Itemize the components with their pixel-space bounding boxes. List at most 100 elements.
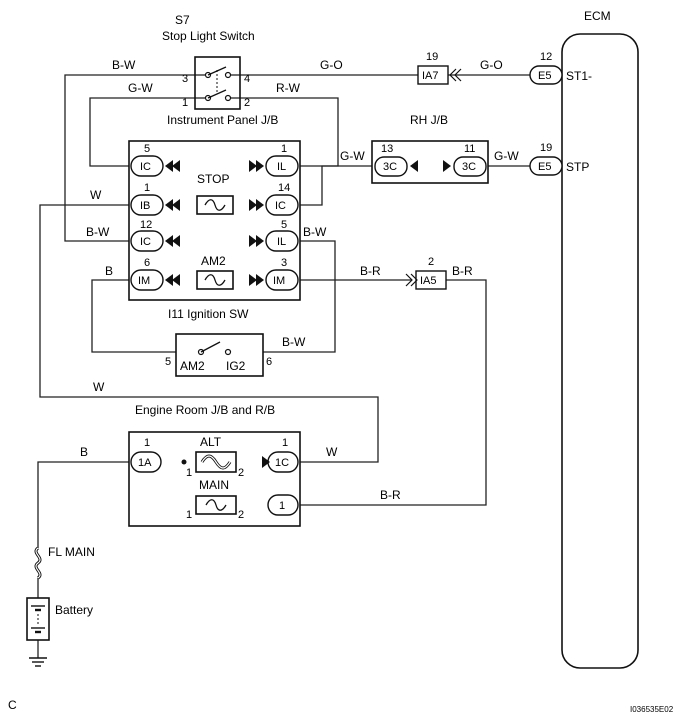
rh-jb-label: RH J/B	[410, 113, 448, 127]
wire-label-gw-top: G-W	[128, 81, 153, 95]
arrow-il1	[256, 160, 264, 172]
ignition-switch-box	[175, 333, 264, 377]
terminal-il-5-label: IL	[277, 236, 286, 248]
connector-e5-st1-label: E5	[538, 70, 551, 82]
wire-label-br-ia5: B-R	[452, 264, 473, 278]
wire-b-im6	[91, 279, 176, 353]
pin-ic-5: 5	[144, 143, 150, 155]
terminal-1	[267, 494, 299, 516]
wire-label-bw-top: B-W	[112, 58, 136, 72]
wire-label-br-im: B-R	[360, 264, 381, 278]
ia5-arrow	[405, 273, 413, 287]
ia7-arrow	[449, 68, 457, 82]
wire-label-br-1: B-R	[380, 488, 401, 502]
ecm-box	[561, 33, 639, 669]
pin-ig-5: 5	[165, 356, 171, 368]
s7-code: S7	[175, 13, 190, 27]
terminal-1a	[130, 451, 162, 473]
alt-fuse-label: ALT	[200, 435, 222, 449]
wire-gw-ic14	[300, 165, 372, 206]
wire-label-bw-ic: B-W	[86, 225, 110, 239]
pin-im-3: 3	[281, 257, 287, 269]
wire-label-go-right: G-O	[480, 58, 503, 72]
pin-alt-2: 2	[238, 467, 244, 479]
pin-rh-13: 13	[381, 143, 393, 155]
fl-main-label: FL MAIN	[48, 545, 95, 559]
pin-rh-11: 11	[464, 143, 475, 155]
wire-label-b-1a: B	[80, 445, 88, 459]
stop-fuse-label: STOP	[197, 172, 229, 186]
terminal-im-6	[130, 269, 164, 291]
pin-main-2: 2	[238, 509, 244, 521]
terminal-1a-label: 1A	[138, 457, 152, 469]
terminal-ic-14-label: IC	[275, 200, 286, 212]
terminal-il-1	[265, 155, 299, 177]
ecm-label: ECM	[584, 9, 611, 23]
switch-contact-symbol	[195, 66, 240, 102]
junction-dot	[181, 459, 187, 465]
wire-br-ia5	[300, 279, 487, 506]
pin-1c: 1	[282, 437, 288, 449]
pin-s7-3: 3	[182, 73, 188, 85]
pin-ic-14: 14	[278, 182, 290, 194]
connector-ia7-label: IA7	[422, 70, 439, 82]
terminal-il-5	[265, 230, 299, 252]
terminal-im-3	[265, 269, 299, 291]
terminal-ic-12-label: IC	[140, 236, 151, 248]
ecm-st1-label: ST1-	[566, 69, 592, 83]
pin-alt-1: 1	[186, 467, 192, 479]
connector-e5-stp	[529, 156, 563, 176]
ecm-stp-label: STP	[566, 160, 589, 174]
pin-im-6: 6	[144, 257, 150, 269]
wire-label-w-1c: W	[326, 445, 338, 459]
instrument-jb-label: Instrument Panel J/B	[167, 113, 278, 127]
wire-w-ib	[39, 204, 379, 463]
arrow-ic5	[165, 160, 173, 172]
terminal-ic-5-label: IC	[140, 161, 151, 173]
wire-label-b-im: B	[105, 264, 113, 278]
terminal-im-3-label: IM	[273, 275, 285, 287]
terminal-rh-3c-11-label: 3C	[462, 161, 476, 173]
main-fuse-label: MAIN	[199, 478, 229, 492]
pin-e5-st1: 12	[540, 51, 552, 63]
terminal-im-6-label: IM	[138, 275, 150, 287]
terminal-rh-3c-11	[453, 156, 487, 177]
connector-ia5-label: IA5	[420, 275, 437, 287]
connector-ia7	[417, 65, 449, 85]
pin-s7-4: 4	[244, 73, 250, 85]
pin-s7-1: 1	[182, 97, 188, 109]
wire-label-bw-il: B-W	[303, 225, 327, 239]
engine-room-jb-label: Engine Room J/B and R/B	[135, 403, 275, 417]
wire-label-gw-mid: G-W	[340, 149, 365, 163]
wire-label-w-lower: W	[93, 380, 105, 394]
terminal-ic-5	[130, 155, 164, 177]
wire-bw-il5	[263, 240, 336, 353]
battery-label: Battery	[55, 603, 93, 617]
wire-gw-s7-1	[89, 97, 195, 167]
connector-e5-st1	[529, 65, 563, 85]
terminal-1-label: 1	[279, 500, 285, 512]
figure-id: I036535E02	[630, 705, 674, 714]
pin-s7-2: 2	[244, 97, 250, 109]
pin-e5-stp: 19	[540, 142, 552, 154]
terminal-1c-label: 1C	[275, 457, 289, 469]
wire-label-w-ib: W	[90, 188, 102, 202]
ignition-ig2-label: IG2	[226, 359, 246, 373]
pin-il-5: 5	[281, 219, 287, 231]
corner-label: C	[8, 698, 17, 712]
pin-ib-1: 1	[144, 182, 150, 194]
wire-label-bw-ig2: B-W	[282, 335, 306, 349]
wire-label-rw: R-W	[276, 81, 301, 95]
terminal-rh-3c-13	[374, 156, 408, 177]
wire-b-1a	[37, 461, 129, 548]
terminal-ib-1-label: IB	[140, 200, 150, 212]
wire-bw-s7-3	[64, 74, 195, 242]
wire-rw-s7-2	[240, 97, 339, 167]
s7-name: Stop Light Switch	[162, 29, 255, 43]
ignition-sw-label: I11 Ignition SW	[168, 307, 249, 321]
connector-e5-stp-label: E5	[538, 161, 551, 173]
terminal-rh-3c-13-label: 3C	[383, 161, 397, 173]
pin-main-1: 1	[186, 509, 192, 521]
fl-main-fusible-link	[34, 546, 42, 580]
terminal-ib-1	[130, 194, 164, 216]
